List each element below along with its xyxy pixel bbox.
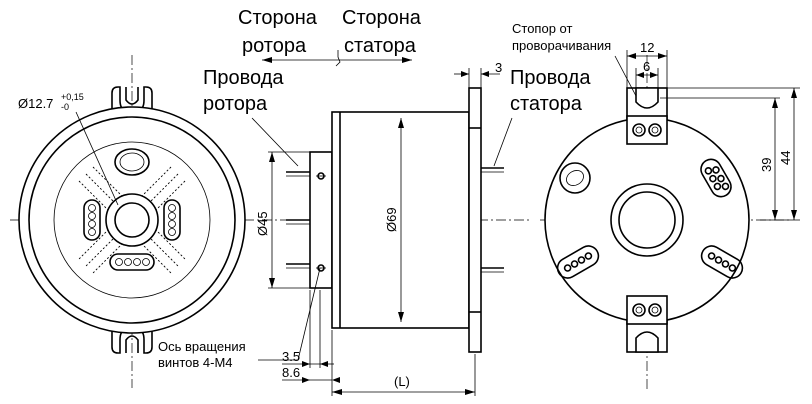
- anti-rotation-pin: [559, 162, 591, 194]
- stator-face-view: Стопор от проворачивания 12 6 39 44: [512, 21, 800, 390]
- stator-side-label-l1: Сторона: [342, 7, 422, 29]
- flange-thickness-label: 3: [495, 60, 502, 75]
- anti-rotation-label-l2: проворачивания: [512, 38, 611, 53]
- bore-tolerance-upper: +0,15: [61, 92, 84, 102]
- stator-bundle-upper-right: [700, 158, 732, 198]
- width-12-label: 12: [640, 40, 654, 55]
- stator-bundle-lower-left: [556, 245, 600, 279]
- anti-rotation-label-l1: Стопор от: [512, 21, 572, 36]
- rotor-wire-bundle-left: [83, 199, 101, 241]
- stator-bundle-lower-right: [700, 245, 744, 279]
- rotor-wire-bundle-right: [163, 199, 181, 241]
- rotor-wires-label-l1: Провода: [203, 67, 284, 89]
- dim-3-5-label: 3.5: [282, 349, 300, 364]
- stator-flange: [468, 87, 482, 353]
- rotor-side-label-l1: Сторона: [238, 7, 318, 29]
- bore-diameter-label: Ø12.7: [18, 96, 53, 111]
- axis-screws-label-l2: винтов 4-M4: [158, 355, 233, 370]
- height-39-label: 39: [759, 158, 774, 172]
- rotor-side-label-l2: ротора: [242, 35, 307, 57]
- stator-wires: [481, 167, 504, 273]
- diameter-45-label: Ø45: [255, 211, 270, 236]
- side-view: Сторона ротора Сторона статора Провода р…: [158, 7, 591, 396]
- rotor-wire-bundle-bottom: [109, 253, 155, 271]
- rotor-wires-label-l2: ротора: [203, 93, 268, 115]
- stator-wires-label-l1: Провода: [510, 67, 591, 89]
- diameter-69-label: Ø69: [384, 207, 399, 232]
- slip-ring-body: [331, 111, 470, 329]
- stator-wires-label-l2: статора: [510, 93, 583, 115]
- rotor-face-view: Ø12.7 +0,15 -0: [10, 55, 268, 388]
- length-L-label: (L): [394, 374, 410, 389]
- width-6-label: 6: [643, 59, 650, 74]
- rotor-wires: [286, 171, 310, 269]
- bore-tolerance-lower: -0: [61, 102, 69, 112]
- axis-screws-label-l1: Ось вращения: [158, 339, 246, 354]
- dim-8-6-label: 8.6: [282, 365, 300, 380]
- stator-side-label-l2: статора: [344, 35, 417, 57]
- height-44-label: 44: [778, 151, 793, 165]
